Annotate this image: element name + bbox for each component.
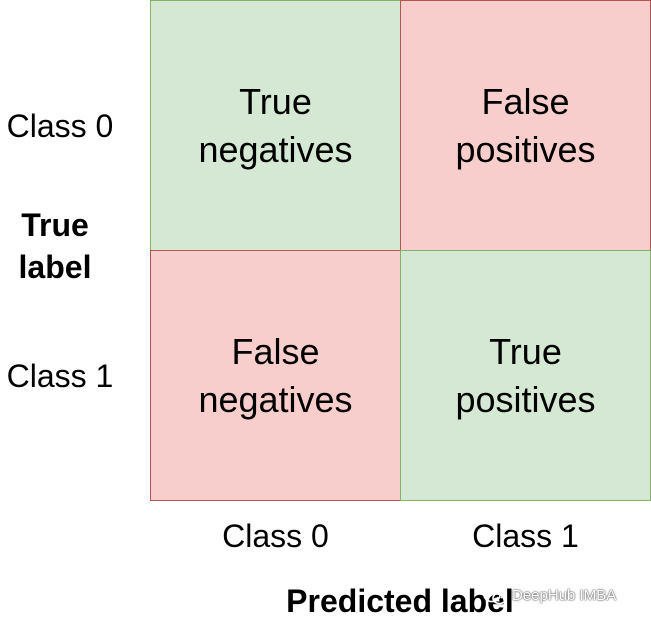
cell-line-1: True	[239, 80, 312, 122]
cell-line-1: False	[481, 80, 570, 122]
cell-line-2: negatives	[198, 128, 353, 170]
cell-line-1: True	[489, 330, 562, 372]
cell-false-negatives: False negatives	[150, 250, 401, 501]
cell-true-positives: True positives	[400, 250, 651, 501]
predicted-label-axis-title: Predicted label	[286, 583, 514, 619]
cell-line-2: negatives	[198, 378, 353, 420]
row-label-class-1: Class 1	[6, 358, 114, 394]
wechat-icon	[483, 587, 507, 605]
watermark: DeepHub IMBA	[482, 586, 616, 606]
axis-title-line-1: True	[21, 207, 89, 243]
cell-true-negatives: True negatives	[150, 0, 401, 251]
cell-line-2: positives	[455, 378, 596, 420]
column-label-class-1: Class 1	[472, 518, 579, 554]
column-label-class-0: Class 0	[222, 518, 329, 554]
row-label-class-0: Class 0	[6, 108, 114, 144]
cell-false-positives: False positives	[400, 0, 651, 251]
axis-title-line-2: label	[18, 249, 92, 285]
watermark-text: DeepHub IMBA	[512, 587, 617, 604]
cell-line-2: positives	[455, 128, 596, 170]
cell-line-1: False	[231, 330, 320, 372]
true-label-axis-title: True label	[0, 204, 110, 288]
